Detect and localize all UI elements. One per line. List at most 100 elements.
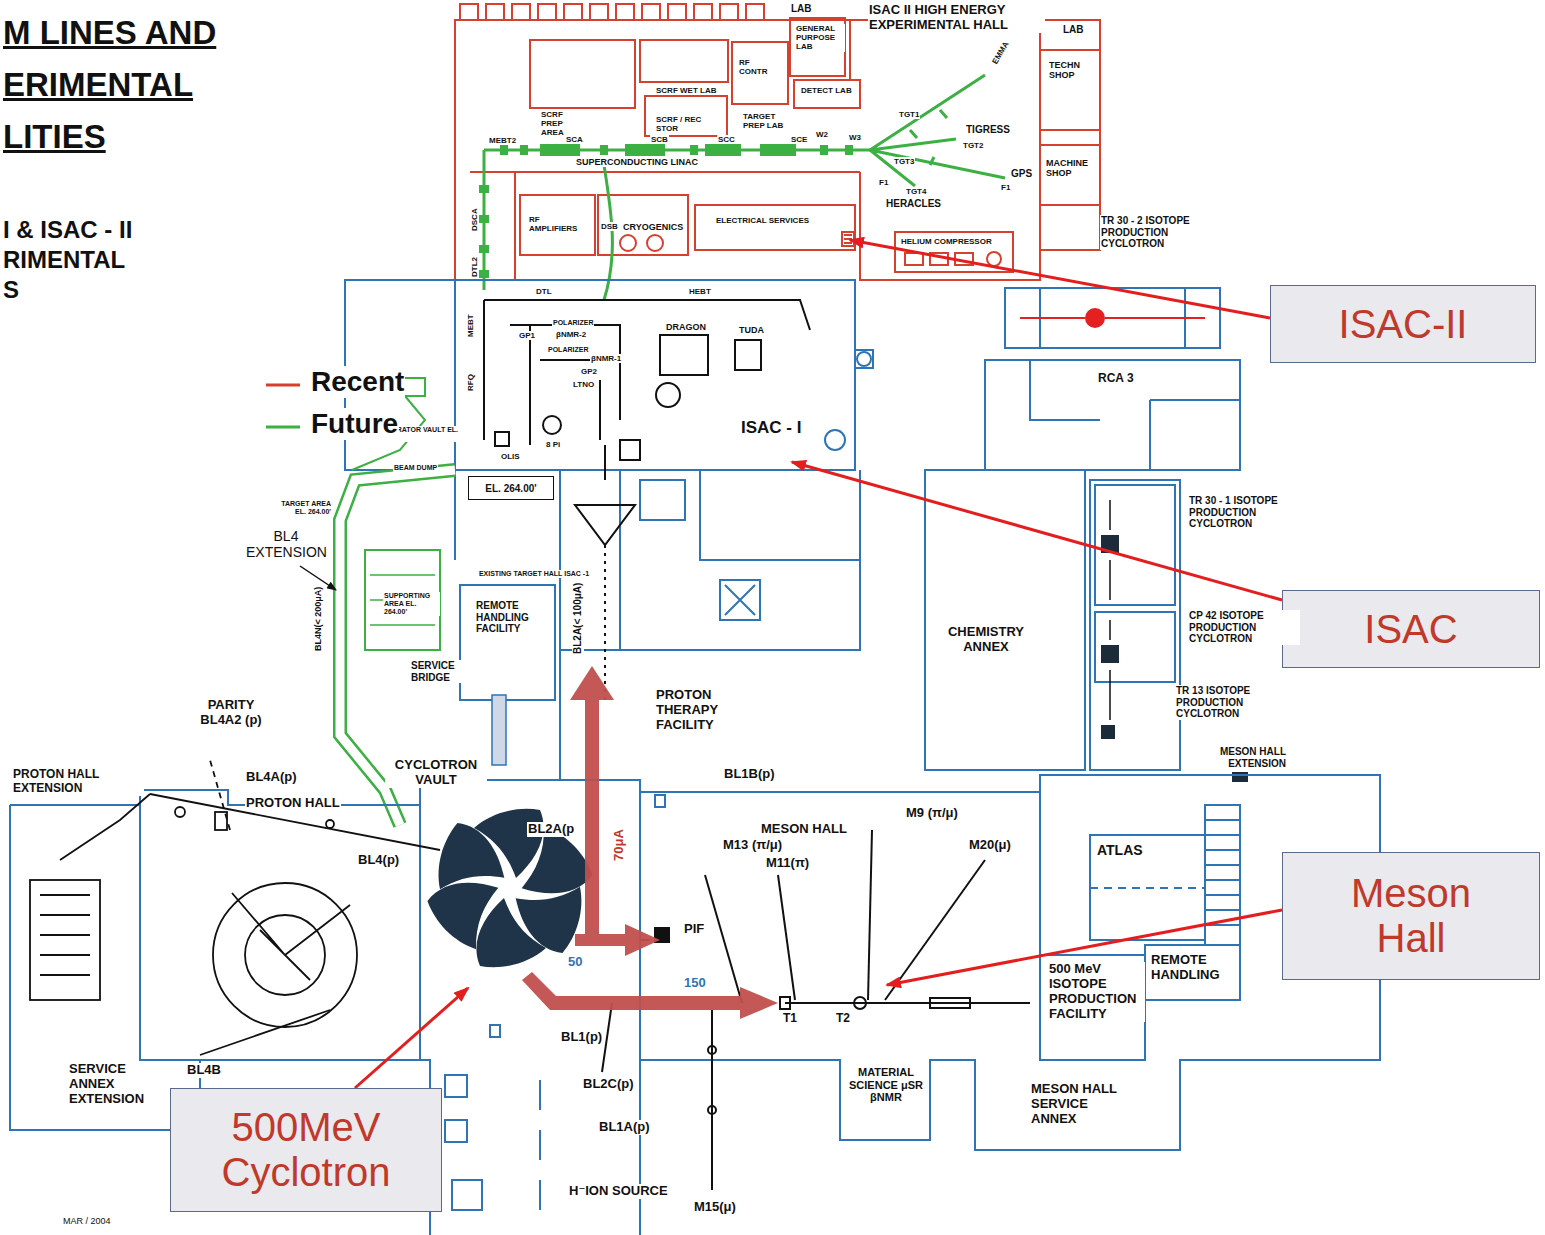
map-label: REMOTE HANDLING xyxy=(1150,953,1237,983)
map-label: LTNO xyxy=(572,380,595,389)
map-label: T1 xyxy=(782,1012,798,1026)
cyclotron-icon xyxy=(423,809,596,967)
map-label: RCA 3 xyxy=(1097,372,1135,386)
map-label: CRYOGENICS xyxy=(622,222,684,232)
isac-building xyxy=(1005,288,1220,348)
legend-lines xyxy=(266,426,300,429)
map-label: DSCA xyxy=(470,207,479,232)
title-fragment: ERIMENTAL xyxy=(2,66,194,104)
isac-ii-building xyxy=(850,20,1040,250)
map-label: BL4N(< 200μA) xyxy=(313,586,323,652)
map-label: CHEMISTRY ANNEX xyxy=(930,625,1042,655)
isac-building xyxy=(725,585,755,615)
callout-leaders xyxy=(850,240,1270,318)
map-label: TGT2 xyxy=(962,141,984,150)
map-label: ATLAS xyxy=(1096,842,1144,858)
map-label: GENERAL PURPOSE LAB xyxy=(795,24,845,52)
legend-label: Future xyxy=(310,408,399,440)
map-label: SCE xyxy=(790,135,808,144)
isac-building xyxy=(857,352,871,366)
map-label: W2 xyxy=(815,130,829,139)
linac-modules xyxy=(845,145,853,155)
isac-ii-building xyxy=(1040,50,1100,130)
isac-building xyxy=(640,480,685,520)
map-label: BL4A(p) xyxy=(245,770,298,785)
subtitle-fragment: I & ISAC - II xyxy=(2,216,133,244)
callout-label: ISAC xyxy=(1364,607,1457,652)
map-label: BL1A(p) xyxy=(598,1120,651,1135)
isac-building xyxy=(460,585,555,700)
map-label: TGT1 xyxy=(898,110,920,119)
beam-arrows xyxy=(585,700,599,935)
legend-label: Recent xyxy=(310,366,405,398)
map-label: HEBT xyxy=(688,287,712,296)
map-label: SCRF / REC STOR xyxy=(655,115,705,133)
isac-building xyxy=(1095,612,1175,682)
meson-beamlines xyxy=(780,997,790,1009)
meson-beamlines xyxy=(785,1002,1030,1004)
callout-leaders xyxy=(792,462,1282,600)
isac-building xyxy=(1095,485,1175,605)
map-label: RF AMPLIFIERS xyxy=(528,215,580,233)
proton-hall-equipment xyxy=(30,880,100,1000)
map-label: TR 30 - 2 ISOTOPE PRODUCTION CYCLOTRON xyxy=(1100,215,1212,250)
linac-modules xyxy=(479,215,489,223)
map-label: TECHN SHOP xyxy=(1048,60,1095,81)
proton-hall-equipment xyxy=(175,807,185,817)
map-label: BL4B xyxy=(186,1063,222,1078)
isac-beamlines xyxy=(604,545,606,700)
map-label: TR 13 ISOTOPE PRODUCTION CYCLOTRON xyxy=(1175,685,1287,720)
isac-ii-building xyxy=(905,253,923,265)
beam-arrows xyxy=(575,934,627,946)
map-label: DSB xyxy=(600,222,619,231)
map-label: T2 xyxy=(835,1012,851,1026)
map-label: GP1 xyxy=(518,331,536,340)
callout-box: ISAC-II xyxy=(1270,285,1536,363)
isac-ii-building xyxy=(695,205,855,250)
beam-arrows xyxy=(625,924,660,956)
map-label: F1 xyxy=(1000,183,1011,192)
isac-ii-building xyxy=(520,195,595,255)
linac-modules xyxy=(760,144,796,156)
map-label: M11(π) xyxy=(765,856,810,871)
map-label: CYCLOTRON VAULT xyxy=(385,758,487,788)
isotope-cyclotrons xyxy=(1085,308,1105,328)
map-label: LAB xyxy=(1062,24,1085,36)
isac-beamlines xyxy=(510,325,620,445)
isac-building xyxy=(1090,480,1180,770)
map-label: PIF xyxy=(683,922,705,937)
isac-beamlines xyxy=(620,440,640,460)
map-label: MESON HALL EXTENSION xyxy=(1200,746,1287,769)
main-building xyxy=(10,775,1380,1235)
map-label: MESON HALL SERVICE ANNEX xyxy=(1030,1082,1132,1127)
map-label: CP 42 ISOTOPE PRODUCTION CYCLOTRON xyxy=(1188,610,1300,645)
map-label: PROTON HALL xyxy=(245,796,341,811)
map-label: 500 MeV ISOTOPE PRODUCTION FACILITY xyxy=(1048,962,1145,1022)
map-label: RFQ xyxy=(466,373,475,392)
map-label: DRAGON xyxy=(665,322,707,332)
map-label: SERVICE ANNEX EXTENSION xyxy=(68,1062,160,1107)
callout-leaders xyxy=(355,240,1282,1088)
map-label: PROTON HALL EXTENSION xyxy=(12,768,144,796)
isac-ii-building xyxy=(790,18,845,76)
map-label: F1 xyxy=(878,178,889,187)
isotope-cyclotrons xyxy=(1101,645,1119,663)
map-label: TR 30 - 1 ISOTOPE PRODUCTION CYCLOTRON xyxy=(1188,495,1300,530)
map-label: HELIUM COMPRESSOR xyxy=(900,237,993,246)
map-label: BL2C(p) xyxy=(582,1077,635,1092)
map-label: TGT3 xyxy=(893,157,915,166)
map-label: SCRF WET LAB xyxy=(655,86,717,95)
isac-beamlines xyxy=(543,416,561,434)
map-label: BL1B(p) xyxy=(723,767,776,782)
map-label: GPS xyxy=(1010,168,1033,180)
cyclotron-icon xyxy=(423,819,518,914)
map-label: SCA xyxy=(565,135,584,144)
map-label: SERVICE BRIDGE xyxy=(410,660,472,683)
map-label: EMMA xyxy=(990,39,1011,67)
map-label: MAR / 2004 xyxy=(62,1216,112,1226)
map-label: TIGRESS xyxy=(965,124,1011,136)
cyclotron-icon xyxy=(476,898,546,967)
map-label: M9 (π/μ) xyxy=(905,806,959,821)
meson-beamlines xyxy=(708,1106,716,1114)
proton-hall-equipment xyxy=(213,883,357,1027)
